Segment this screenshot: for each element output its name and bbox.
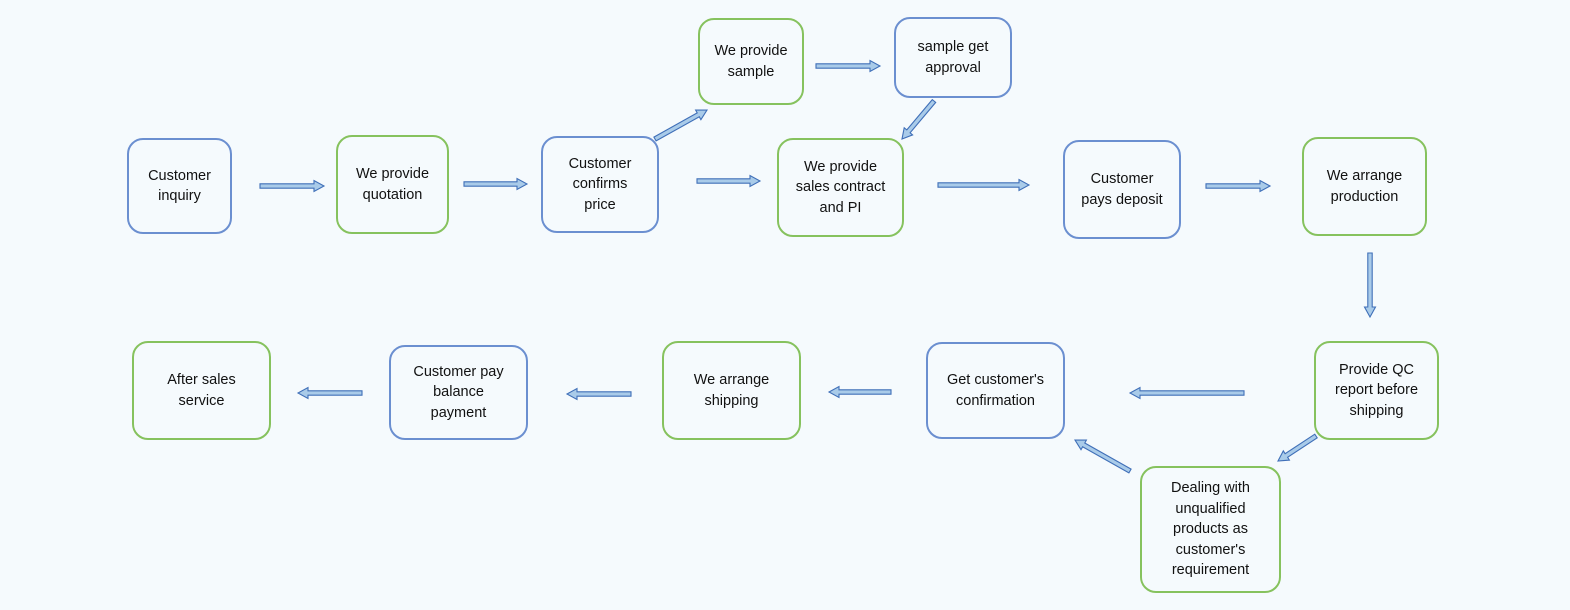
node-customer-pays-deposit: Customer pays deposit (1063, 140, 1181, 239)
node-we-arrange-shipping: We arrange shipping (662, 341, 801, 440)
node-sample-get-approval: sample get approval (894, 17, 1012, 98)
node-provide-qc-report: Provide QC report before shipping (1314, 341, 1439, 440)
arrow-provide-qc-report-to-dealing-with-unqualified (1277, 433, 1318, 462)
arrow-customer-inquiry-to-we-provide-quotation (259, 179, 326, 193)
node-after-sales-service: After sales service (132, 341, 271, 440)
arrow-we-arrange-shipping-to-customer-pay-balance (565, 387, 632, 401)
arrow-sample-get-approval-to-we-provide-sales-contract (901, 98, 937, 140)
arrow-we-provide-quotation-to-customer-confirms-price (463, 177, 529, 191)
node-customer-inquiry: Customer inquiry (127, 138, 232, 234)
arrow-we-arrange-production-to-provide-qc-report (1363, 252, 1377, 319)
node-we-provide-quotation: We provide quotation (336, 135, 449, 234)
arrow-customer-confirms-price-to-we-provide-sample (653, 109, 709, 142)
node-we-provide-sales-contract: We provide sales contract and PI (777, 138, 904, 237)
node-get-customers-confirmation: Get customer's confirmation (926, 342, 1065, 439)
node-dealing-with-unqualified: Dealing with unqualified products as cus… (1140, 466, 1281, 593)
arrow-customer-pays-deposit-to-we-arrange-production (1205, 179, 1272, 193)
arrow-we-provide-sales-contract-to-customer-pays-deposit (937, 178, 1031, 192)
node-we-provide-sample: We provide sample (698, 18, 804, 105)
arrow-get-customers-confirmation-to-we-arrange-shipping (827, 385, 892, 399)
arrow-customer-pay-balance-to-after-sales-service (296, 386, 363, 400)
arrow-customer-confirms-price-to-we-provide-sales-contract (696, 174, 762, 188)
node-customer-pay-balance: Customer pay balance payment (389, 345, 528, 440)
arrow-dealing-with-unqualified-to-get-customers-confirmation (1074, 439, 1132, 474)
arrow-provide-qc-report-to-get-customers-confirmation (1128, 386, 1245, 400)
arrow-we-provide-sample-to-sample-get-approval (815, 59, 882, 73)
node-we-arrange-production: We arrange production (1302, 137, 1427, 236)
node-customer-confirms-price: Customer confirms price (541, 136, 659, 233)
